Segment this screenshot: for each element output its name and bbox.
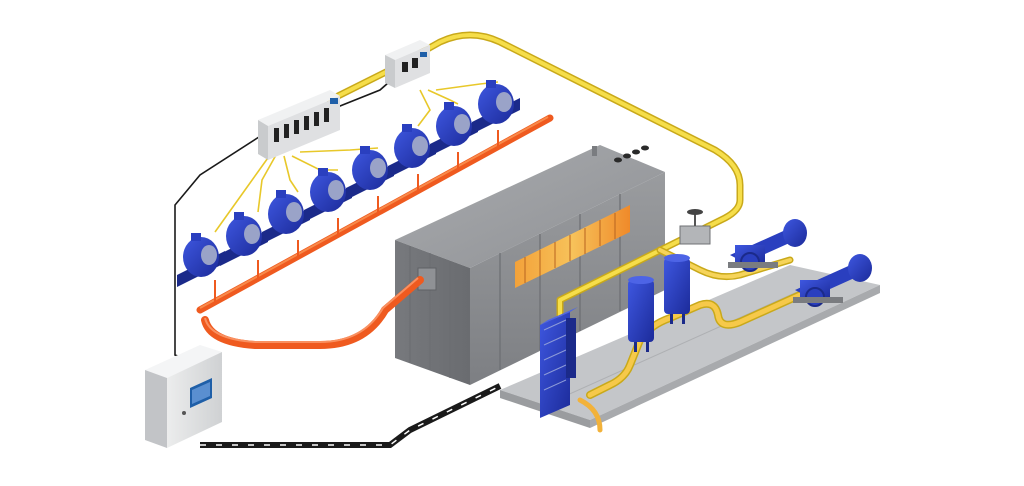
pump-icon bbox=[793, 254, 872, 307]
control-cabinet-icon bbox=[145, 345, 222, 448]
control-box-icon bbox=[258, 90, 340, 160]
valve-icon bbox=[679, 209, 711, 245]
motor-unit-icon bbox=[177, 233, 225, 287]
yellow-main-pipe bbox=[326, 31, 744, 349]
control-box-icon bbox=[385, 40, 430, 88]
floor-cable-duct bbox=[200, 383, 502, 448]
motor-unit-icon bbox=[472, 80, 520, 134]
motor-unit-icon bbox=[346, 146, 394, 200]
heat-exchanger-icon bbox=[540, 307, 578, 418]
motor-unit-icon bbox=[430, 102, 478, 156]
motor-unit-icon bbox=[304, 168, 352, 222]
motor-unit-icon bbox=[220, 212, 268, 266]
filter-tank-icon bbox=[664, 254, 690, 324]
filter-tank-icon bbox=[628, 276, 654, 352]
motor-unit-icon bbox=[388, 124, 436, 178]
orange-header-pipe bbox=[196, 114, 554, 349]
pump-icon bbox=[728, 219, 807, 272]
motor-unit-icon bbox=[262, 190, 310, 244]
motor-units bbox=[177, 80, 520, 287]
